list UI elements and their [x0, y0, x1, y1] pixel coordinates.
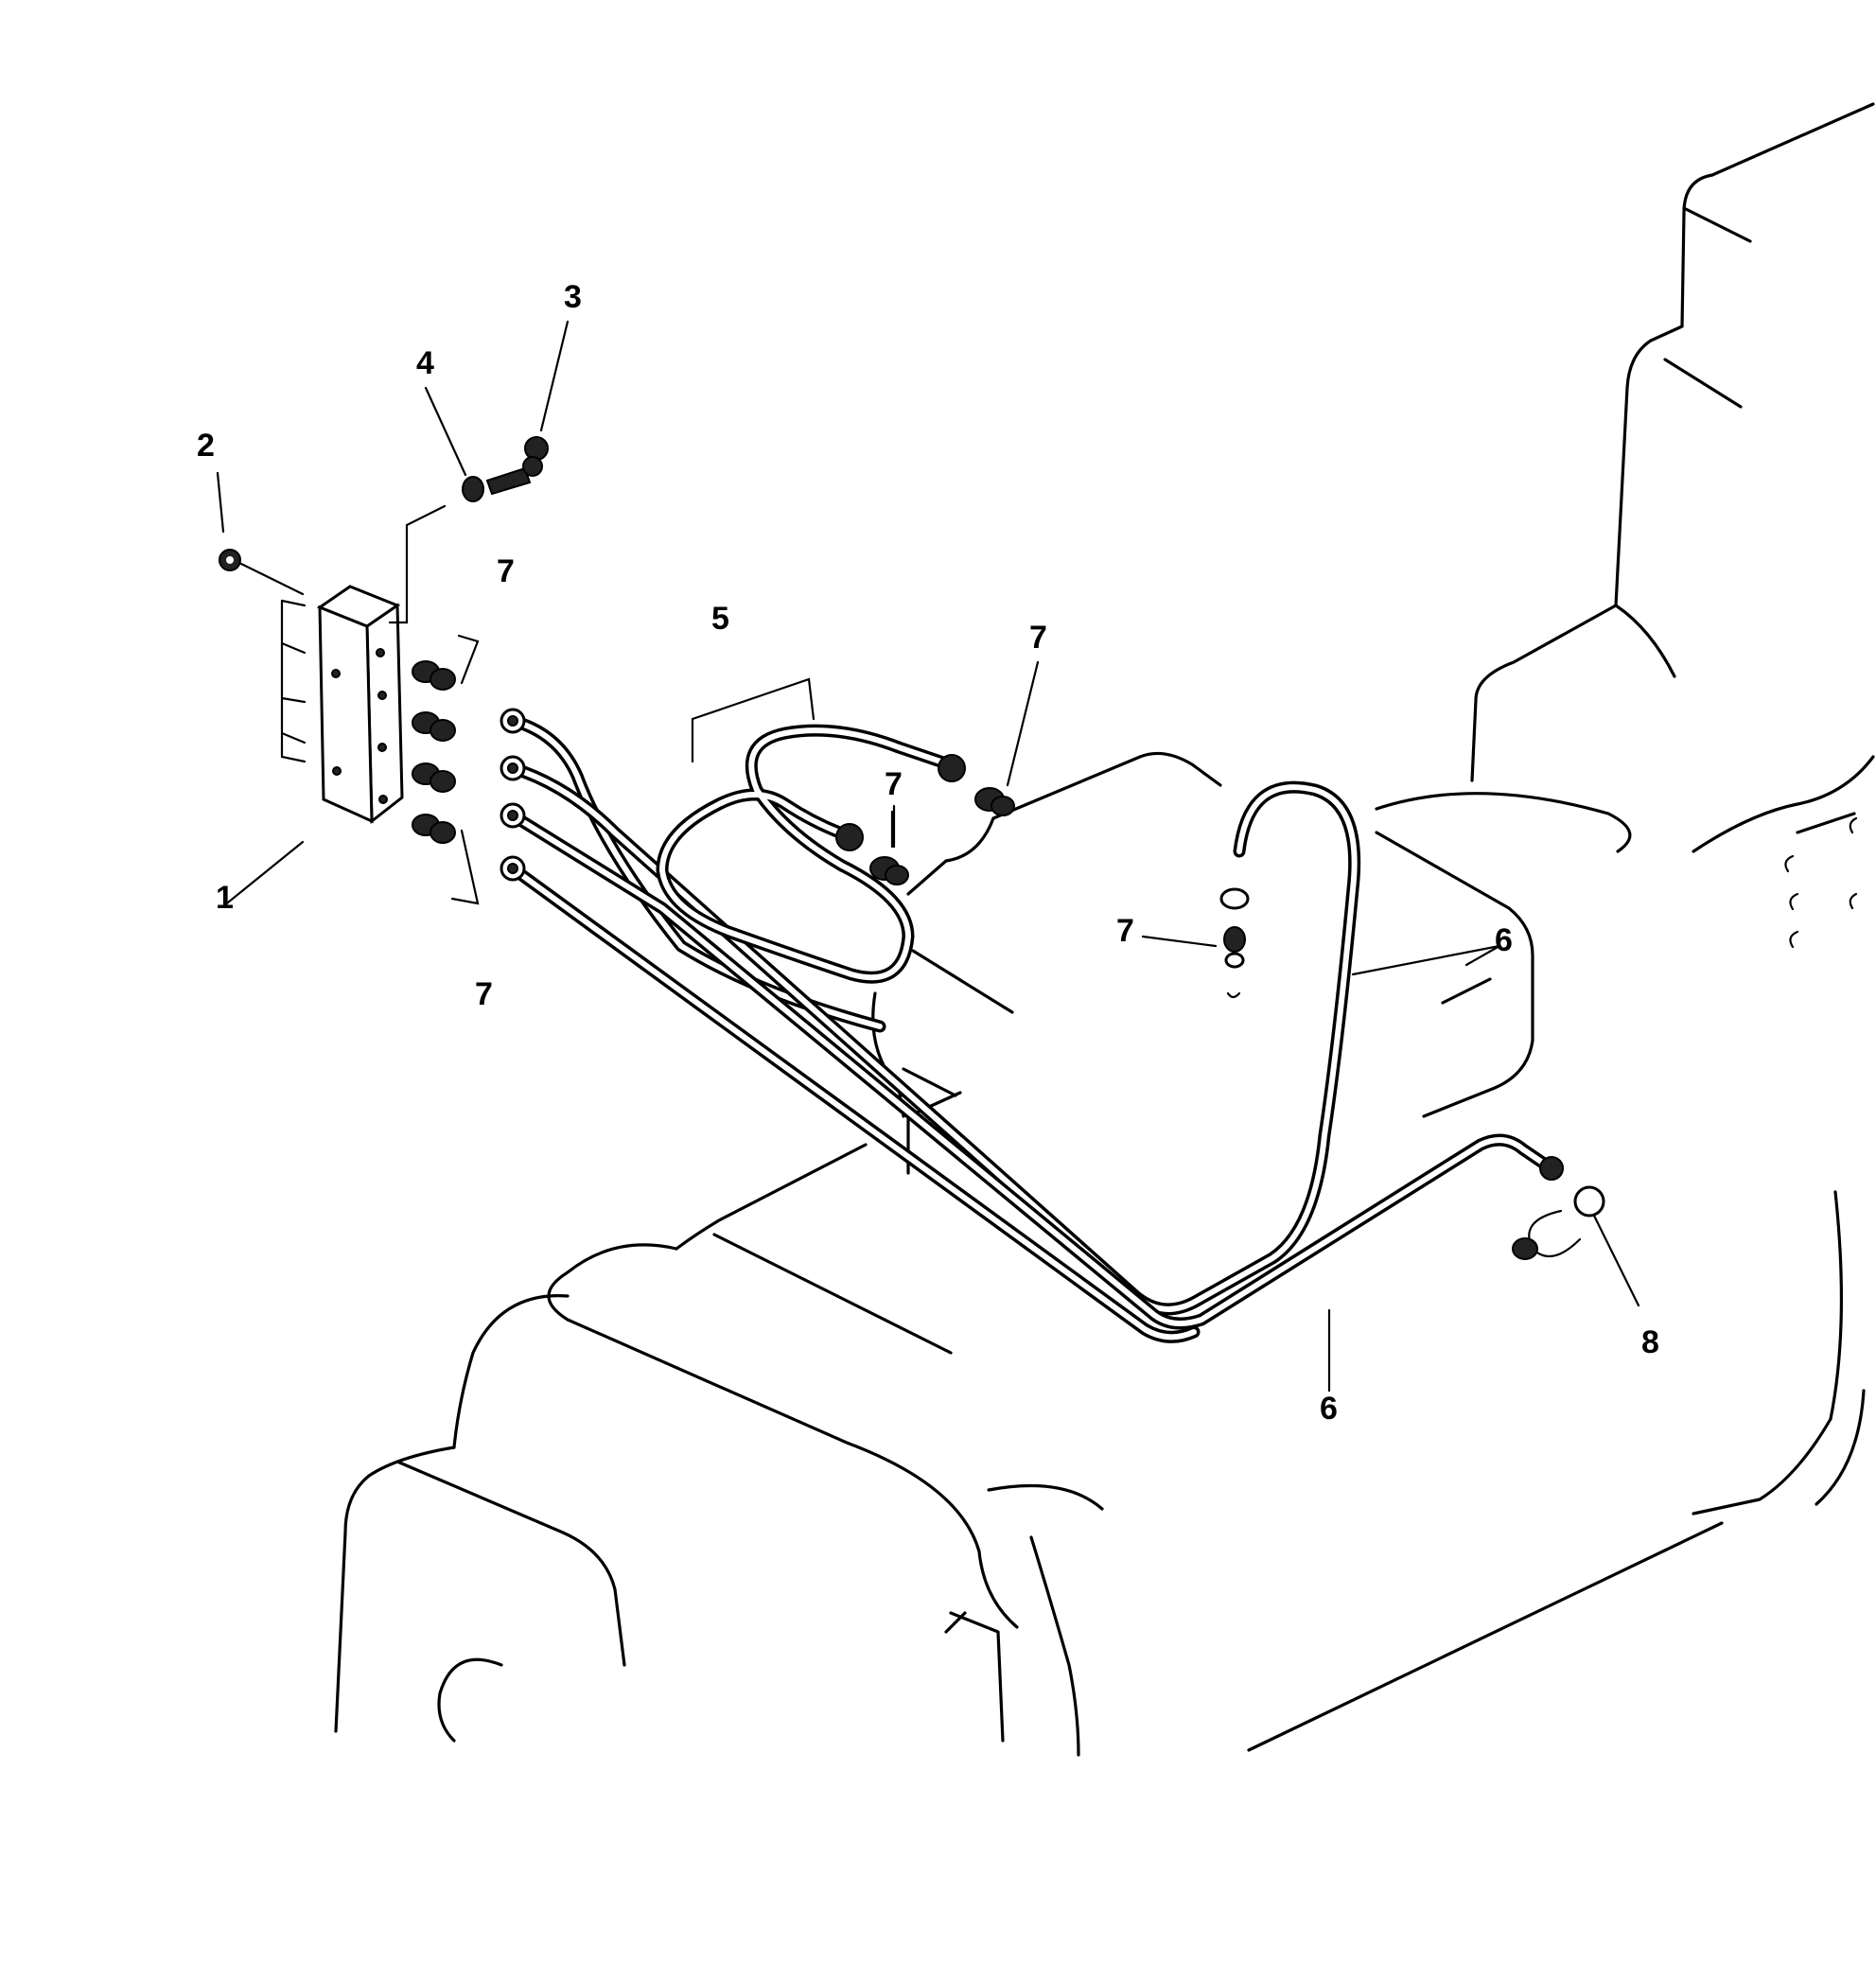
callout-3: 3 — [564, 279, 582, 315]
machine-body-outline — [334, 102, 1875, 1757]
block-fittings — [412, 634, 480, 905]
valve-block — [280, 504, 447, 825]
callout-6-upper: 6 — [1495, 922, 1513, 958]
callout-5: 5 — [711, 601, 729, 637]
leader-lines — [216, 320, 1040, 908]
callout-7-block-lower: 7 — [475, 976, 493, 1012]
callout-4: 4 — [416, 345, 434, 381]
fitting — [412, 814, 456, 844]
fitting — [412, 711, 456, 742]
callout-labels: 1 2 3 4 5 6 6 7 7 7 7 7 8 — [197, 279, 1659, 1427]
pipe-bundle — [500, 708, 1553, 1343]
callout-1: 1 — [216, 880, 234, 916]
callout-7-block-upper: 7 — [497, 553, 515, 589]
callout-2: 2 — [197, 428, 215, 464]
callout-8: 8 — [1641, 1324, 1659, 1360]
callout-7-hose-end: 7 — [1029, 620, 1047, 656]
callout-7-hose-mid: 7 — [885, 766, 903, 802]
fitting — [412, 762, 456, 793]
callout-7-pump: 7 — [1116, 913, 1134, 949]
looped-hose — [656, 677, 966, 984]
callout-6-lower: 6 — [1320, 1391, 1338, 1427]
remote-fittings — [869, 787, 1640, 1393]
small-hardware — [219, 436, 549, 596]
fitting — [412, 660, 456, 691]
